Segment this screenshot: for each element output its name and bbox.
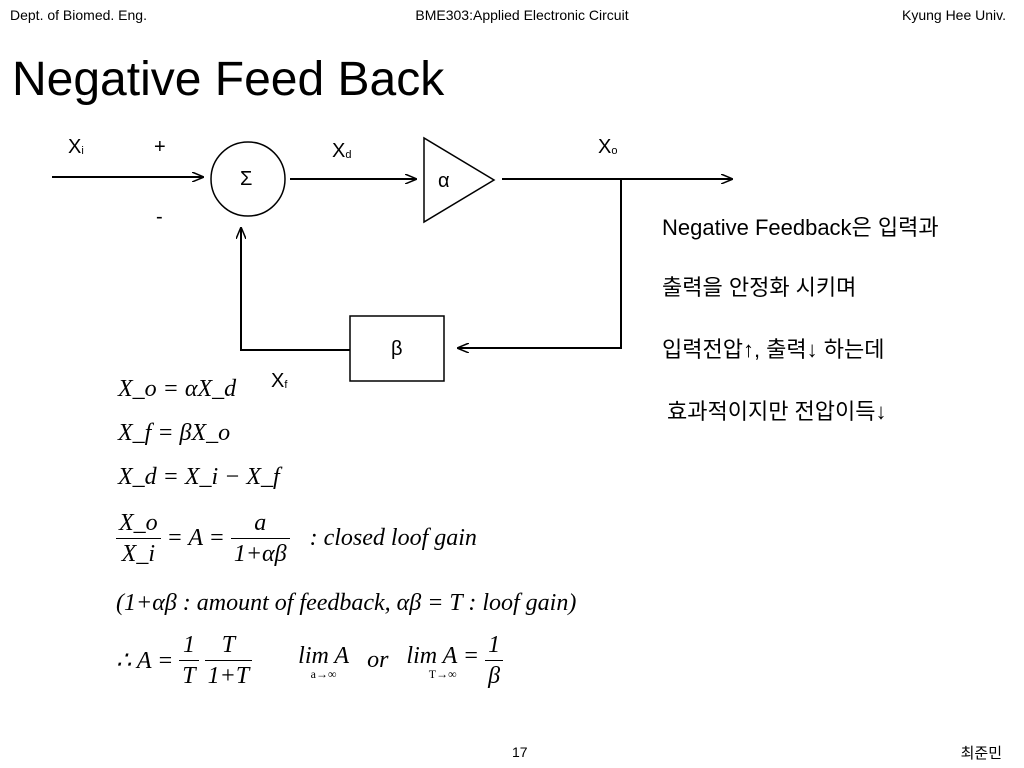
label-plus: + [154,136,166,158]
label-xi: Xi [68,136,84,158]
feedback-block-diagram [52,136,1024,382]
explanation-line-2: 출력을 안정화 시키며 [662,275,857,300]
summing-junction [210,141,286,217]
label-xo: Xo [598,136,618,158]
amplifier-triangle [423,136,496,224]
equation-output: X_o = αX_d [118,376,237,402]
label-sigma: Σ [240,168,253,190]
equation-loop-gain-definition: (1+αβ : amount of feedback, αβ = T : loo… [116,590,577,616]
explanation-line-3: 입력전압↑, 출력↓ 하는데 [662,337,885,362]
label-minus: - [156,206,163,228]
header-course: BME303:Applied Electronic Circuit [415,7,629,23]
header-department: Dept. of Biomed. Eng. [10,7,147,23]
beta-block [349,315,445,382]
explanation-line-4: 효과적이지만 전압이득↓ [667,399,887,424]
feedback-path [458,179,622,348]
label-alpha: α [438,170,450,192]
label-xd: Xd [332,140,352,162]
equation-feedback: X_f = βX_o [118,420,231,446]
page-number: 17 [512,744,528,760]
limit-t: lim A =T→∞ [406,643,480,681]
label-beta: β [391,338,403,360]
feedback-return-arrow [241,228,350,351]
author-name: 최준민 [960,745,1002,762]
equation-error: X_d = X_i − X_f [118,464,280,490]
slide-title: Negative Feed Back [12,53,445,106]
explanation-line-1: Negative Feedback은 입력과 [662,215,939,240]
label-xf: Xf [271,370,288,392]
header-university: Kyung Hee Univ. [901,7,1006,23]
